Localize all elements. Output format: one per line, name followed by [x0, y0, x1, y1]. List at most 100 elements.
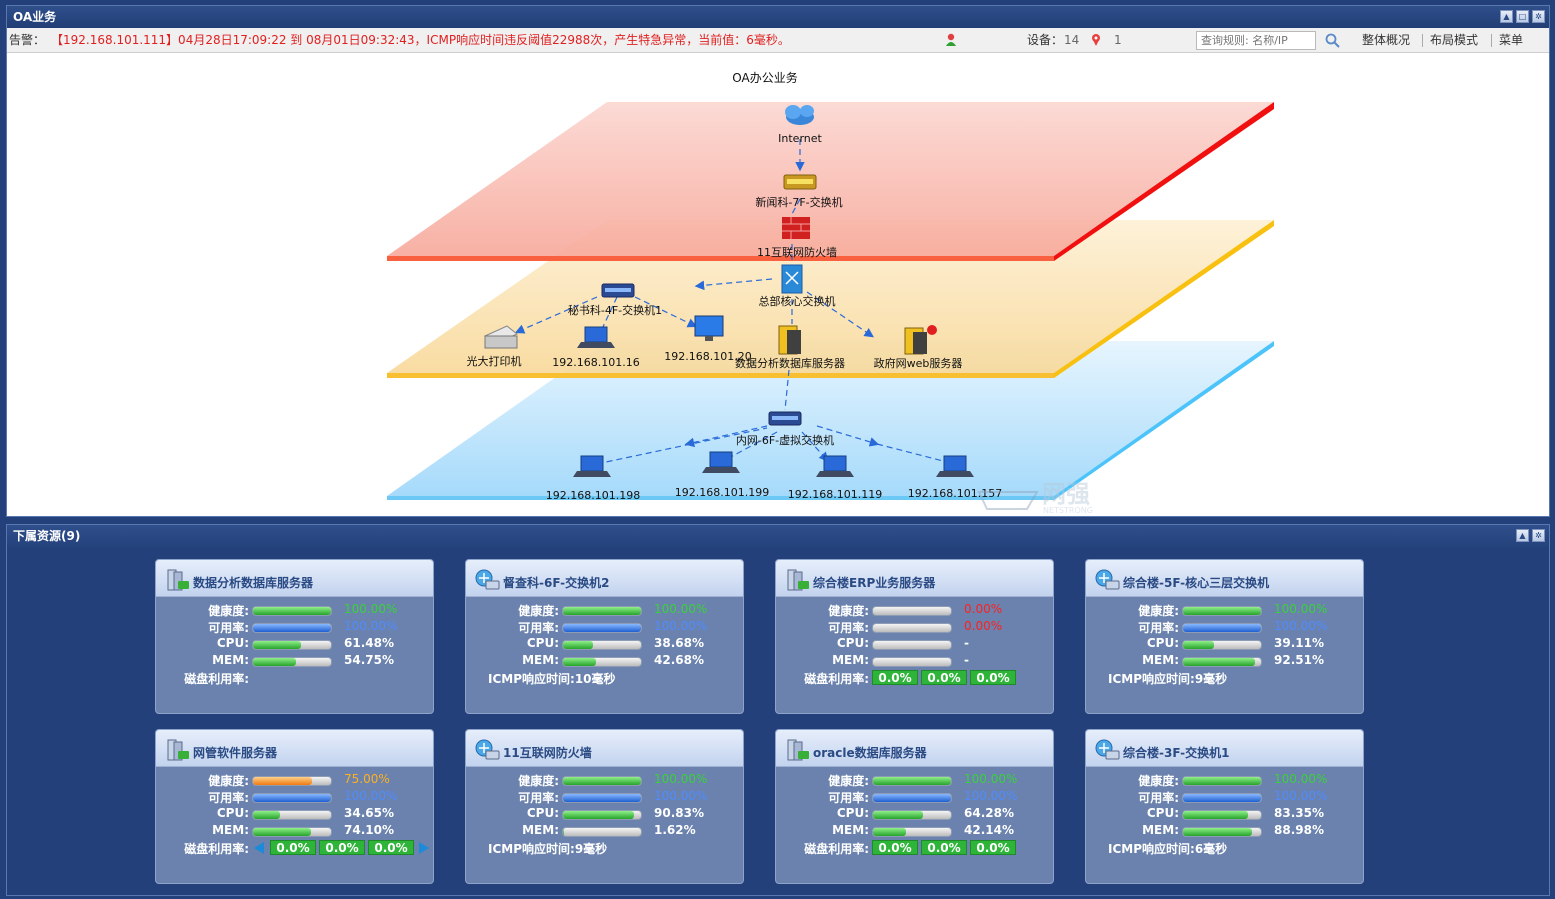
laptop-icon[interactable]	[816, 455, 854, 477]
resource-card[interactable]: 网管软件服务器健康度:75.00%可用率:100.00%CPU:34.65%ME…	[155, 729, 434, 884]
alert-pin-icon[interactable]	[1090, 33, 1102, 47]
collapse-icon[interactable]: ▲	[1500, 10, 1513, 23]
node-label-switch-7f: 新闻科-7F-交换机	[755, 195, 842, 209]
overview-button[interactable]: 整体概况	[1362, 33, 1411, 47]
prev-arrow-icon[interactable]	[254, 842, 264, 854]
disk-usage-badge: 0.0%	[970, 840, 1016, 855]
netstrong-watermark: 网强 NETSTRONG	[977, 480, 1093, 515]
health-label: 健康度:	[828, 604, 869, 618]
user-status-icon[interactable]	[945, 33, 957, 47]
resource-card[interactable]: 数据分析数据库服务器健康度:100.00%可用率:100.00%CPU:61.4…	[155, 559, 434, 714]
web-server-icon[interactable]	[904, 325, 937, 355]
core-switch-icon[interactable]	[781, 264, 803, 294]
resource-card-title[interactable]: 数据分析数据库服务器	[193, 576, 314, 590]
collapse-icon[interactable]: ▲	[1516, 529, 1529, 542]
node-label-db-server: 数据分析数据库服务器	[735, 356, 845, 370]
cpu-label: CPU:	[526, 806, 559, 820]
availability-value: 100.00%	[654, 619, 708, 633]
node-label-pc-199: 192.168.101.199	[675, 486, 769, 499]
svg-text:网强: 网强	[1042, 480, 1090, 508]
cpu-value: 90.83%	[654, 806, 704, 820]
switch-icon[interactable]	[783, 174, 817, 190]
health-label: 健康度:	[208, 604, 249, 618]
resource-card-header: 数据分析数据库服务器	[156, 560, 433, 597]
resource-card[interactable]: oracle数据库服务器健康度:100.00%可用率:100.00%CPU:64…	[775, 729, 1054, 884]
mem-value: 42.68%	[654, 653, 704, 667]
menu-button[interactable]: 菜单	[1499, 33, 1524, 47]
mem-progress-bar	[872, 827, 952, 837]
health-label: 健康度:	[828, 774, 869, 788]
switch-icon[interactable]	[768, 411, 802, 426]
switch-icon[interactable]	[601, 283, 635, 298]
layout-mode-button[interactable]: 布局模式	[1430, 33, 1479, 47]
mem-value: 92.51%	[1274, 653, 1324, 667]
mem-row: MEM:92.51%	[1086, 653, 1363, 670]
health-row: 健康度:100.00%	[776, 772, 1053, 789]
availability-row: 可用率:0.00%	[776, 619, 1053, 636]
monitor-icon[interactable]	[694, 315, 724, 341]
health-progress-bar	[562, 776, 642, 786]
topology-canvas[interactable]: OA办公业务	[7, 54, 1549, 516]
cpu-value: 39.11%	[1274, 636, 1324, 650]
resource-card-title[interactable]: 综合楼-5F-核心三层交换机	[1123, 576, 1270, 590]
availability-progress-bar	[562, 793, 642, 803]
health-row: 健康度:100.00%	[1086, 602, 1363, 619]
resource-card-title[interactable]: oracle数据库服务器	[813, 746, 927, 760]
resource-card-title[interactable]: 综合楼ERP业务服务器	[813, 576, 936, 590]
cpu-progress-bar	[1182, 640, 1262, 650]
availability-label: 可用率:	[1138, 791, 1179, 805]
cpu-label: CPU:	[216, 636, 249, 650]
laptop-icon[interactable]	[702, 451, 740, 473]
network-device-icon	[475, 739, 500, 760]
resource-card-title[interactable]: 网管软件服务器	[193, 746, 278, 760]
resource-card-header: 网管软件服务器	[156, 730, 433, 767]
internet-cloud-icon[interactable]	[785, 105, 814, 125]
cpu-progress-bar	[562, 640, 642, 650]
printer-icon[interactable]	[484, 325, 518, 349]
disk-usage-badge: 0.0%	[368, 840, 414, 855]
alert-count: 1	[1114, 33, 1122, 47]
topology-links	[514, 139, 948, 467]
firewall-icon[interactable]	[782, 217, 810, 239]
mem-value: 1.62%	[654, 823, 696, 837]
gear-icon[interactable]: ✲	[1532, 10, 1545, 23]
availability-value: 100.00%	[654, 789, 708, 803]
disk-label: 磁盘利用率:	[804, 842, 869, 856]
topology-panel-header: OA业务 ▲ □ ✲	[7, 6, 1549, 28]
resource-card-title[interactable]: 督查科-6F-交换机2	[503, 576, 610, 590]
resource-card[interactable]: 综合楼-5F-核心三层交换机健康度:100.00%可用率:100.00%CPU:…	[1085, 559, 1364, 714]
disk-usage-badge: 0.0%	[872, 840, 918, 855]
health-progress-bar	[1182, 606, 1262, 616]
health-progress-bar	[562, 606, 642, 616]
node-label-pc-157: 192.168.101.157	[908, 487, 1002, 500]
availability-label: 可用率:	[208, 791, 249, 805]
search-input[interactable]	[1196, 31, 1316, 50]
availability-row: 可用率:100.00%	[1086, 619, 1363, 636]
resource-card[interactable]: 综合楼ERP业务服务器健康度:0.00%可用率:0.00%CPU:-MEM:-磁…	[775, 559, 1054, 714]
search-icon[interactable]	[1325, 33, 1340, 48]
next-arrow-icon[interactable]	[419, 842, 429, 854]
mem-label: MEM:	[212, 653, 249, 667]
gear-icon[interactable]: ✲	[1532, 529, 1545, 542]
node-label-firewall: 11互联网防火墙	[757, 245, 837, 259]
resource-card-title[interactable]: 综合楼-3F-交换机1	[1123, 746, 1230, 760]
laptop-icon[interactable]	[573, 455, 611, 477]
icmp-value: 9毫秒	[1194, 672, 1228, 686]
laptop-icon[interactable]	[936, 455, 974, 477]
mem-value: 42.14%	[964, 823, 1014, 837]
cpu-value: 83.35%	[1274, 806, 1324, 820]
alarm-message-link[interactable]: 【192.168.101.111】04月28日17:09:22 到 08月01日…	[51, 33, 790, 47]
cpu-label: CPU:	[526, 636, 559, 650]
laptop-icon[interactable]	[577, 326, 615, 348]
mem-label: MEM:	[212, 823, 249, 837]
resource-card-title[interactable]: 11互联网防火墙	[503, 746, 592, 760]
cpu-value: 64.28%	[964, 806, 1014, 820]
maximize-icon[interactable]: □	[1516, 10, 1529, 23]
availability-row: 可用率: 100.00%	[156, 789, 433, 806]
database-server-icon[interactable]	[778, 325, 801, 355]
resource-card[interactable]: 11互联网防火墙健康度:100.00%可用率:100.00%CPU:90.83%…	[465, 729, 744, 884]
availability-value: 100.00%	[344, 789, 398, 803]
mem-row: MEM:-	[776, 653, 1053, 670]
